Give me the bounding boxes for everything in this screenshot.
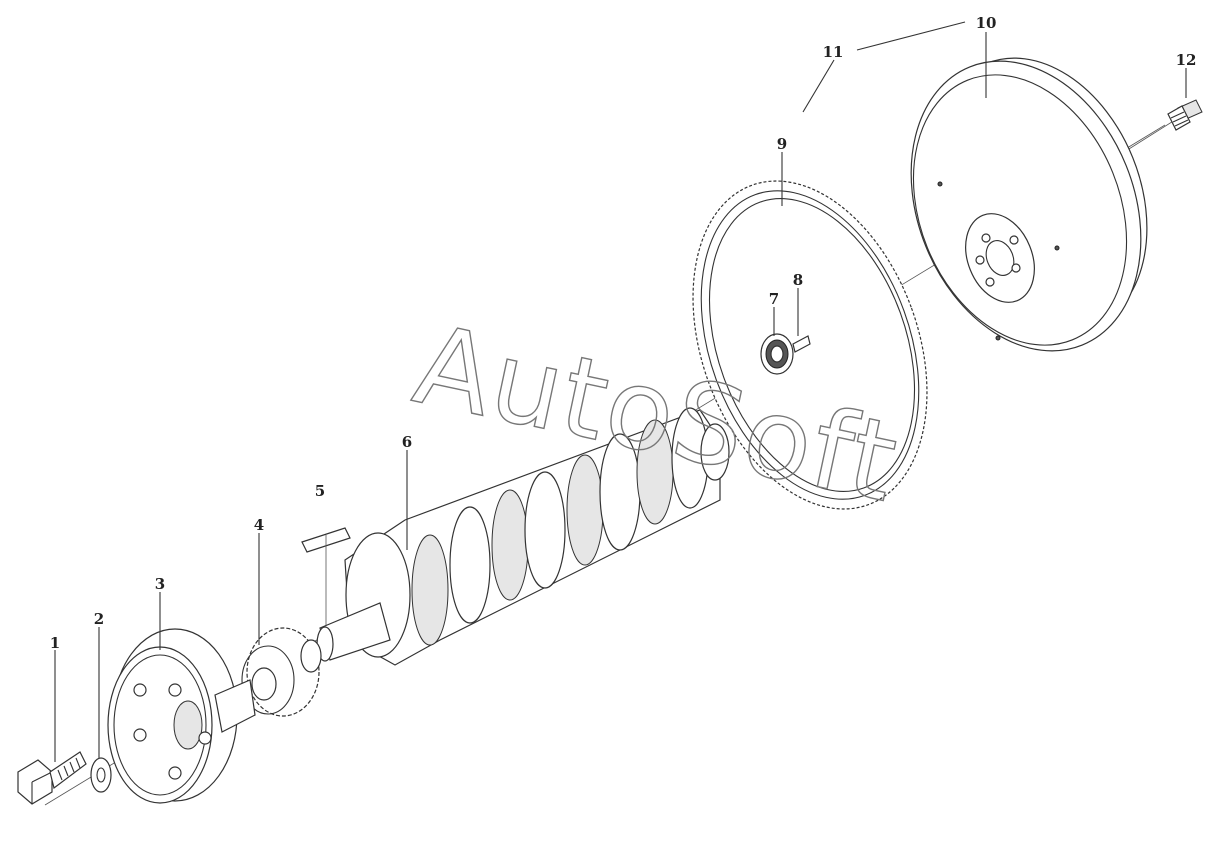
part-9-ring-gear [692, 180, 928, 510]
part-1-bolt [17, 751, 87, 805]
label-part-4: 4 [254, 516, 264, 534]
label-part-11: 11 [823, 43, 844, 61]
part-5-key [301, 527, 351, 625]
label-part-3: 3 [155, 575, 165, 593]
part-4-crank-gear [241, 627, 322, 717]
leader-lines [54, 21, 1187, 762]
part-7-bearing [760, 333, 794, 375]
part-10-flywheel [910, 57, 1148, 352]
label-part-1: 1 [50, 634, 60, 652]
label-part-9: 9 [777, 135, 787, 153]
label-part-5: 5 [315, 482, 325, 500]
label-part-7: 7 [769, 290, 779, 308]
label-part-2: 2 [94, 610, 104, 628]
part-3-pulley [107, 628, 256, 804]
label-part-12: 12 [1176, 51, 1197, 69]
label-part-8: 8 [793, 271, 803, 289]
part-6-crankshaft [316, 407, 730, 666]
label-part-6: 6 [402, 433, 412, 451]
part-8-pin [792, 335, 811, 353]
label-part-10: 10 [976, 14, 997, 32]
part-2-washer [90, 757, 112, 793]
